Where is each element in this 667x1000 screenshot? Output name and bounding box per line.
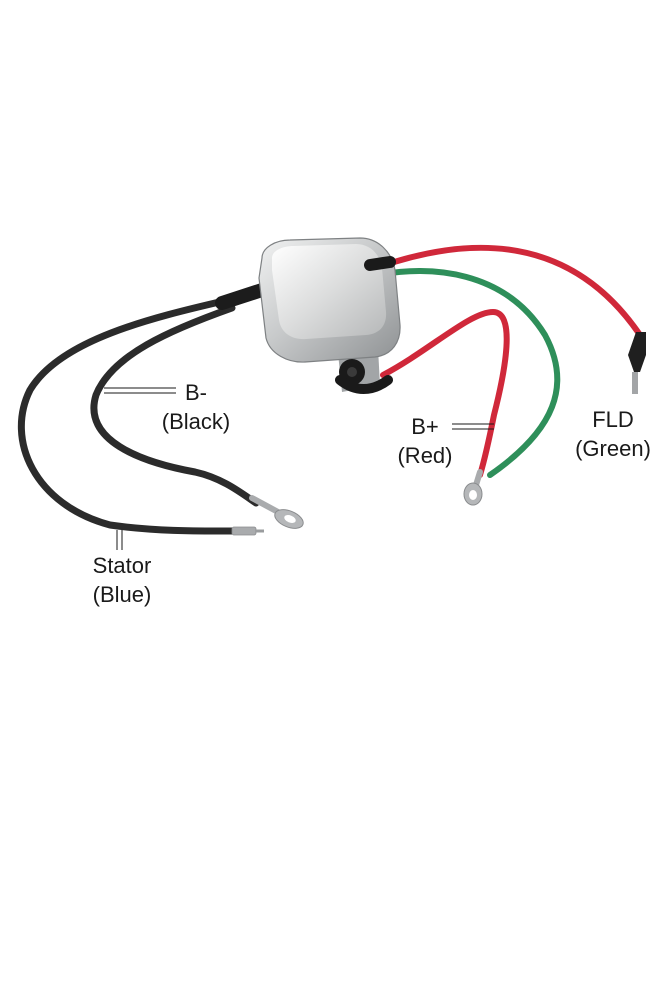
fld-label-line2: (Green) [575,436,651,461]
green-wire [375,268,561,478]
b-plus-label-line2: (Red) [397,443,453,468]
fld-label: FLD (Green) [564,405,662,463]
stator-label-line2: (Blue) [92,582,152,607]
regulator-housing [258,237,401,394]
stator-terminal [231,526,264,536]
stator-label: Stator (Blue) [72,551,172,609]
b-minus-label: B- (Black) [150,378,242,436]
fld-terminal [628,332,646,394]
b-minus-label-line2: (Black) [161,409,231,434]
b-plus-label: B+ (Red) [386,412,464,470]
fld-label-line1: FLD [592,407,634,432]
b-plus-ring-terminal [463,469,483,506]
b-minus-leader [104,387,176,394]
stator-leader [116,530,123,550]
b-minus-ring-terminal [249,495,304,529]
black-wire-sheath [215,283,269,310]
b-minus-label-line1: B- [185,380,207,405]
red-wire-upper [373,244,643,338]
b-plus-wire [380,308,510,478]
stator-wire [18,296,242,535]
b-minus-wire [90,304,260,507]
stator-label-line1: Stator [92,553,152,578]
b-plus-label-line1: B+ [411,414,439,439]
b-plus-leader [452,423,494,430]
